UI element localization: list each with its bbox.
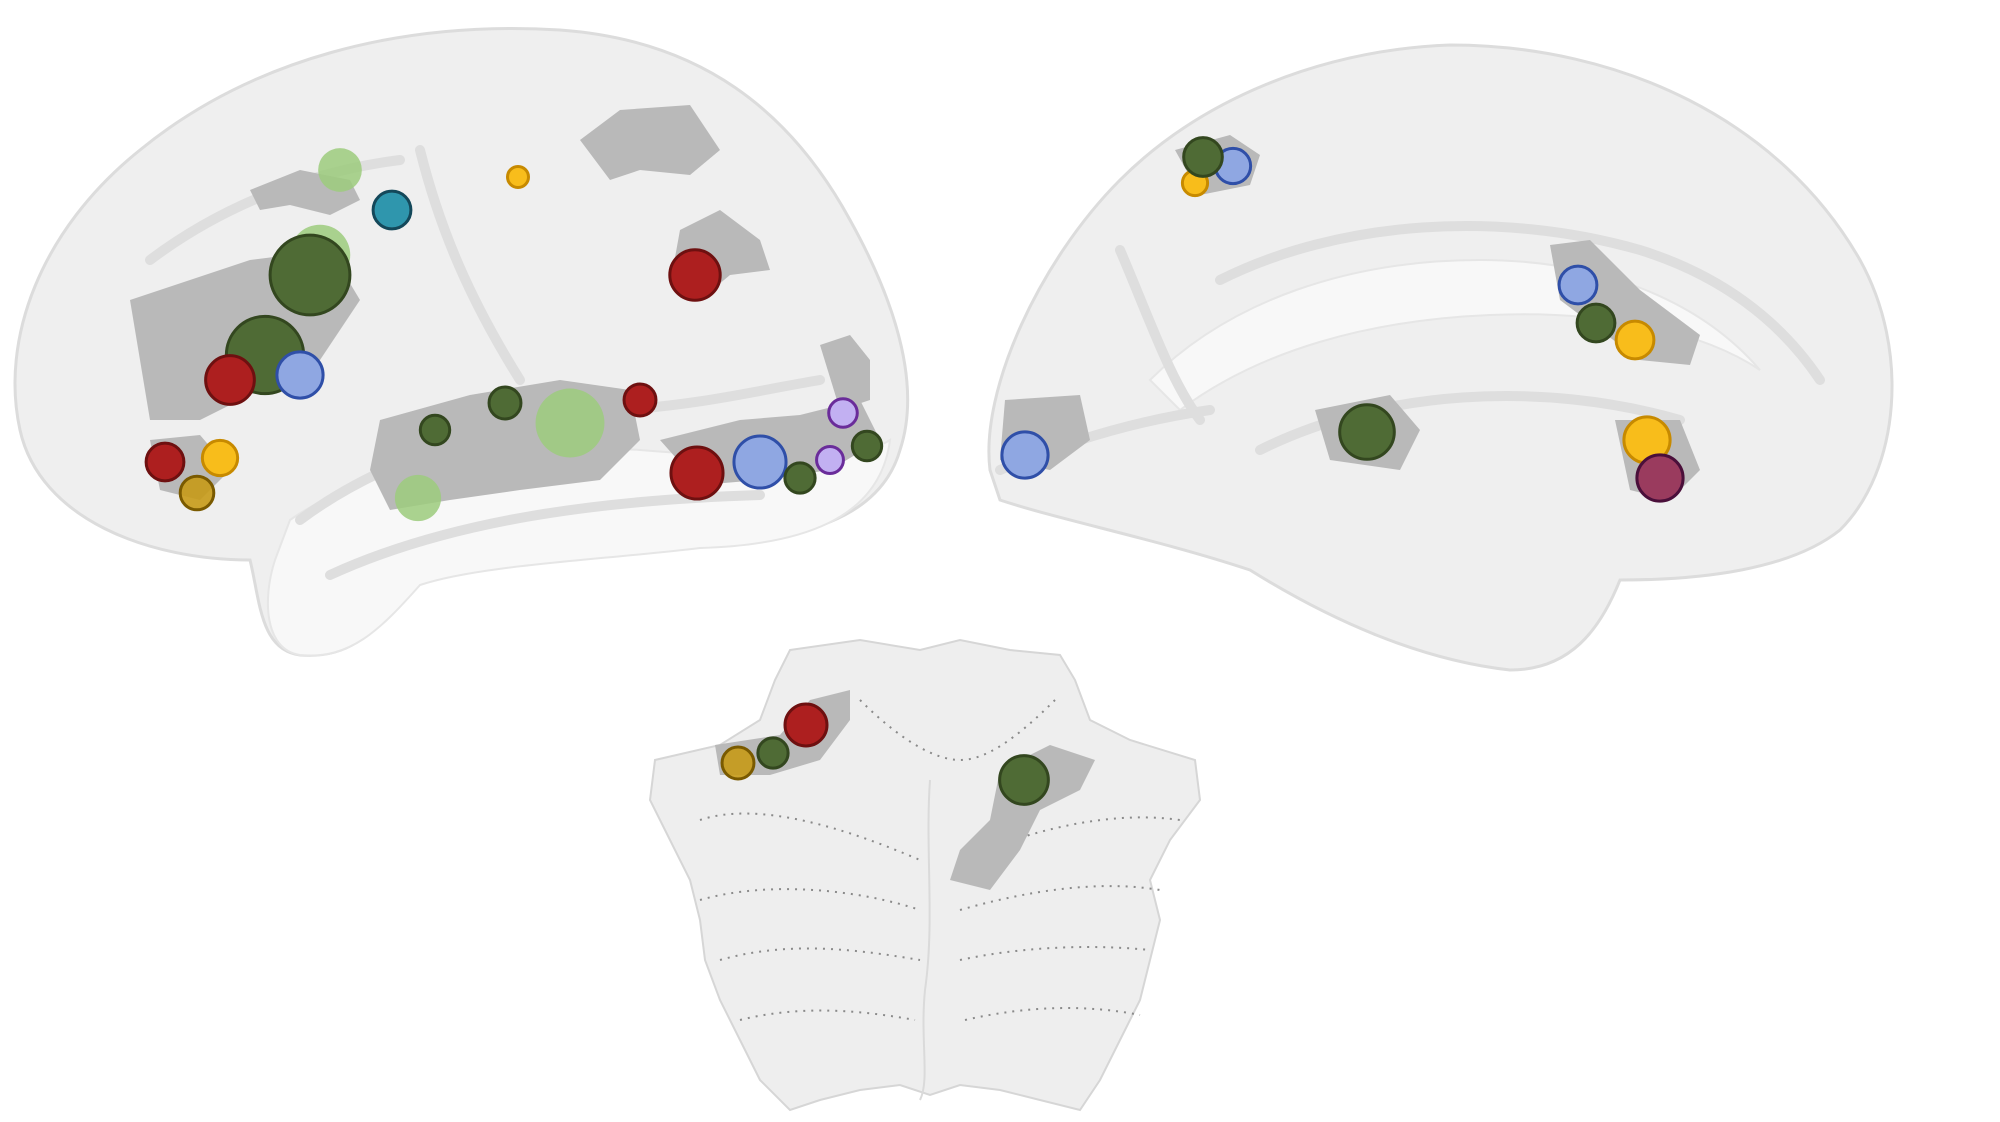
left-region-7: [820, 335, 870, 410]
focus-left-lateral-2: [371, 189, 413, 231]
left-lateral-hemisphere: [13, 27, 910, 657]
focus-left-lateral-21: [827, 397, 859, 429]
cerebellum-surface: [648, 638, 1202, 1112]
right-callosal-sulcus: [1255, 391, 1685, 455]
focus-left-lateral-3: [506, 165, 530, 189]
right-hemisphere-surface: [987, 43, 1894, 672]
cerebellum-lobule-boundary-7: [959, 946, 1151, 961]
cerebellum-flatmap: [648, 638, 1202, 1112]
focus-cerebellum-3: [783, 702, 829, 748]
focus-right-medial-3: [1182, 136, 1224, 178]
focus-right-medial-10: [1635, 453, 1685, 503]
focus-left-lateral-11: [200, 438, 240, 478]
focus-left-lateral-9: [668, 248, 722, 302]
focus-left-lateral-8: [275, 350, 325, 400]
focus-right-medial-8: [1000, 430, 1050, 480]
focus-left-lateral-13: [418, 413, 452, 447]
left-region-3: [580, 105, 720, 180]
focus-left-lateral-10: [144, 441, 186, 483]
focus-right-medial-7: [1338, 403, 1396, 461]
focus-left-lateral-22: [815, 445, 845, 475]
left-central-sulcus: [415, 145, 525, 385]
right-parieto-occipital-sulcus: [1115, 245, 1205, 425]
focus-cerebellum-2: [756, 736, 790, 770]
focus-left-lateral-17: [394, 474, 442, 522]
focus-left-lateral-12: [178, 474, 216, 512]
focus-cerebellum-1: [720, 745, 756, 781]
cerebellum-lobule-boundary-5: [959, 885, 1161, 911]
focus-left-lateral-23: [850, 429, 884, 463]
focus-right-medial-5: [1614, 319, 1656, 361]
focus-left-lateral-1: [318, 148, 362, 192]
focus-left-lateral-15: [535, 388, 605, 458]
focus-left-lateral-18: [669, 445, 725, 501]
cerebellum-lobule-boundary-6: [719, 947, 921, 961]
focus-left-lateral-14: [487, 385, 523, 421]
focus-right-medial-6: [1575, 302, 1617, 344]
focus-left-lateral-5: [268, 233, 352, 317]
focus-left-lateral-20: [783, 461, 817, 495]
focus-left-lateral-16: [622, 382, 658, 418]
right-medial-hemisphere: [987, 43, 1894, 672]
focus-right-medial-4: [1557, 264, 1599, 306]
cerebellum-region-2: [950, 745, 1095, 890]
focus-left-lateral-7: [204, 354, 256, 406]
right-cingulate-sulcus: [1215, 221, 1825, 385]
cerebellum-lobule-boundary-2: [699, 812, 921, 861]
cerebellum-vermis: [919, 779, 931, 1101]
focus-left-lateral-19: [732, 434, 788, 490]
focus-cerebellum-4: [998, 754, 1050, 806]
activation-foci: [144, 136, 1685, 806]
